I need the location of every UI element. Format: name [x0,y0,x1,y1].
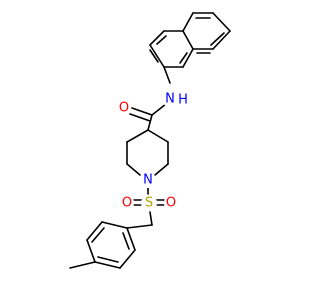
bond [182,12,194,32]
bond [182,30,194,50]
bond [126,227,136,251]
piperidine-nitrogen-label: N [143,173,153,188]
amide-hydrogen-label: H [178,93,188,108]
bond [94,261,121,269]
sulfonyl-oxygen-left-label: O [122,196,132,211]
bond [101,221,128,229]
bond [149,211,153,226]
amide-oxygen-atom: O [117,101,131,116]
sulfonyl-sulfur-label: S [145,196,153,211]
bond [147,114,153,131]
amide-oxygen-label: O [119,101,129,116]
bond [151,103,167,116]
bond [156,35,167,45]
bond [119,249,136,269]
amide-hydrogen-atom: H [177,93,189,108]
bond [210,32,225,46]
bond [149,44,165,68]
bond [131,107,153,116]
sulfonyl-oxygen-right-atom: O [164,196,178,211]
bond [149,30,165,46]
bond [122,232,130,250]
bond [179,52,188,64]
bonds [69,12,231,269]
bond [69,261,96,269]
bond [126,129,149,143]
bond [91,227,105,243]
bond [147,129,169,143]
bond [86,239,96,263]
sulfonyl-oxygen-left-atom: O [120,196,134,211]
bond [154,163,169,176]
bond [126,224,153,229]
amide-nitrogen-atom: N [162,91,178,107]
sulfonyl-sulfur-atom: S [141,195,157,211]
structure-canvas: O N H N S O O [69,12,231,269]
bond [212,12,231,32]
bond [163,66,171,84]
bond [126,163,141,176]
atom-labels: O N H N S O O [117,91,189,211]
bond [86,221,103,241]
piperidine-nitrogen-atom: N [140,172,156,188]
bond [97,256,119,263]
bond [129,113,151,122]
bond [149,49,159,63]
molecule-structure: O N H N S O O [69,12,231,269]
bond [212,30,231,50]
bond [182,48,194,68]
amide-nitrogen-label: N [165,92,175,107]
sulfonyl-oxygen-right-label: O [166,196,176,211]
